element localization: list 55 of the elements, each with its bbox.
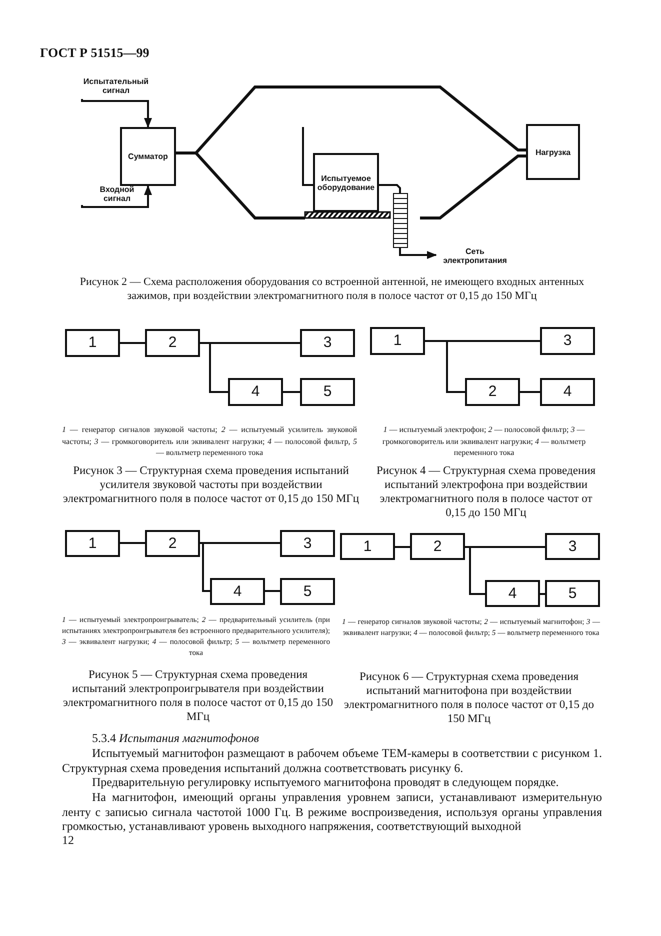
block-box: 4 <box>485 580 540 607</box>
page-header: ГОСТ Р 51515—99 <box>40 45 150 61</box>
body-paragraph: На магнитофон, имеющий органы управления уровнем записи, устанавливают измерительную ленту с записью сигнала частотой 1000 Гц. В режиме воспроизведения, используя органы управления громкостью, устанавливают уровень выходного напряжения, соответствующий выходной <box>62 790 602 834</box>
signal-label: Испытательный сигнал <box>78 73 154 99</box>
connector-line <box>540 593 545 595</box>
body-paragraph: Испытуемый магнитофон размещают в рабочем объеме ТЕМ-камеры в соответствии с рисунком 1. Структурная схема проведения испытаний должна соответствовать рисунку 6. <box>62 746 602 775</box>
signal-label: Входной сигнал <box>92 183 142 205</box>
block-box: Испытуемое оборудование <box>313 153 379 212</box>
block-box: 3 <box>280 530 335 557</box>
arrow <box>399 248 437 259</box>
block-box: Нагрузка <box>526 124 580 180</box>
block-box: 4 <box>228 378 283 406</box>
block-box: 5 <box>300 378 355 406</box>
connector-line <box>265 590 280 592</box>
figure-caption: Рисунок 2 — Схема расположения оборудования со встроенной антенной, не имеющего входных антенных зажимов, при воздействии электромагнитного поля в полосе частот от 0,15 до 150 МГц <box>78 276 586 303</box>
connector-line <box>283 391 300 393</box>
figure-caption: Рисунок 5 — Структурная схема проведения испытаний электропроигрывателя при воздействии электромагнитного поля в полосе частот от 0,15 до 150 МГц <box>62 668 334 724</box>
figure-caption: Рисунок 3 — Структурная схема проведения испытаний усилителя звуковой частоты при воздействии электромагнитного поля в полосе частот от 0,15 до 150 МГц <box>62 464 360 506</box>
figure-caption: Рисунок 6 — Структурная схема проведения испытаний магнитофона при воздействии электромагнитного поля в полосе частот от 0,15 до 150 МГц <box>343 670 595 726</box>
tem-cell-line <box>174 86 528 220</box>
connector-line <box>425 340 465 393</box>
filter-column <box>393 193 408 248</box>
arrow <box>81 185 152 208</box>
block-box: 2 <box>145 329 200 357</box>
figure-legend: 1 — генератор сигналов звуковой частоты; 2 — испытуемый усилитель звуковой частоты; 3 — громкоговоритель или эквивалент нагрузки; 4 — полосовой фильтр, 5 — вольтметр переменного тока <box>62 424 357 458</box>
block-box: 5 <box>280 578 335 605</box>
connector-line <box>120 342 145 344</box>
figure-caption: Рисунок 4 — Структурная схема проведения испытаний электрофона при воздействии электромагнитного поля в полосе частот от 0,15 до 150 МГц <box>375 464 597 520</box>
block-box: 3 <box>540 327 595 355</box>
block-box: 1 <box>340 533 395 560</box>
block-box: 2 <box>410 533 465 560</box>
connector-line <box>465 546 485 595</box>
block-box: 3 <box>545 533 600 560</box>
connector-line <box>200 342 228 393</box>
page-number: 12 <box>62 833 75 848</box>
block-box: 1 <box>65 530 120 557</box>
section-heading: 5.3.4 Испытания магнитофонов <box>91 731 260 746</box>
connector-line <box>200 542 210 592</box>
connector-line <box>379 184 401 193</box>
block-box: 1 <box>370 327 425 355</box>
block-box: 4 <box>540 378 595 406</box>
body-paragraph: Предварительную регулировку испытуемого магнитофона проводят в следующем порядке. <box>91 775 560 790</box>
block-box: 2 <box>465 378 520 406</box>
connector-line <box>120 542 145 544</box>
block-box: 4 <box>210 578 265 605</box>
signal-label: Сеть электропитания <box>436 243 514 268</box>
arrow <box>81 99 152 128</box>
block-box: 3 <box>300 329 355 357</box>
block-box: 2 <box>145 530 200 557</box>
block-box: 1 <box>65 329 120 357</box>
figure-legend: 1 — испытуемый электрофон; 2 — полосовой фильтр; 3 — громкоговоритель или эквивалент нагрузки; 4 — вольтметр переменного тока <box>368 424 600 458</box>
block-box: 5 <box>545 580 600 607</box>
block-box: Сумматор <box>120 127 176 186</box>
connector-line <box>520 391 540 393</box>
connector-line <box>395 546 410 548</box>
